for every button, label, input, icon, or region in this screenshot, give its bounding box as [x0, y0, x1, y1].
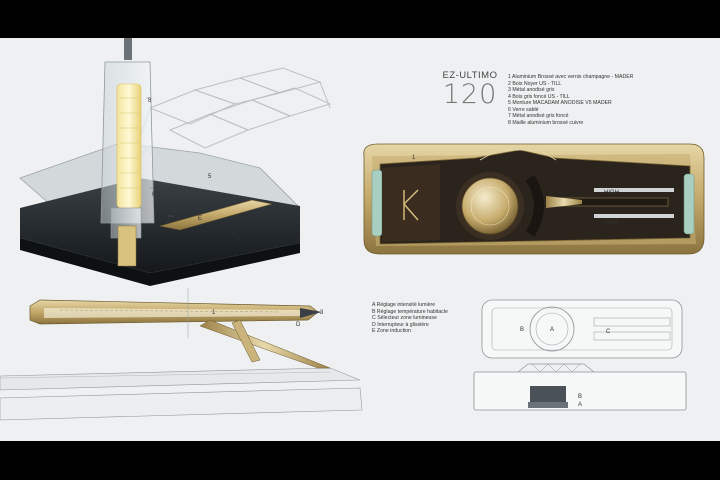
- callout-3: 3: [320, 310, 324, 316]
- material-item: 1 Aluminium Brossé avec vernis champagne…: [508, 74, 634, 80]
- callout-a-front: A: [578, 402, 582, 408]
- side-view-sketch: 1 D 3: [0, 288, 363, 421]
- material-item: 5 Monture MACADAM ANODISE V5 MADER: [508, 100, 612, 106]
- design-sheet: 1 2 HIGH LOW 1 D 3: [0, 38, 720, 441]
- materials-legend: 1 Aluminium Brossé avec vernis champagne…: [508, 74, 633, 126]
- callout-2: 2: [436, 181, 440, 187]
- control-item: E Zone induction: [372, 328, 411, 334]
- technical-front-view: B A: [473, 363, 687, 411]
- brand-name: EZ-ULTIMO: [442, 70, 498, 81]
- controls-legend: A Réglage intensité lumière B Réglage te…: [372, 302, 448, 335]
- perspective-sketch: [19, 38, 332, 286]
- callout-4: 4: [232, 230, 236, 236]
- material-item: 7 Métal anodisé gris foncé: [508, 113, 569, 119]
- front-view-render: 1 2 HIGH LOW: [363, 143, 705, 255]
- callout-b: B: [520, 327, 524, 333]
- panel-high-label: HIGH: [604, 190, 619, 196]
- callout-c: C: [606, 329, 611, 335]
- sketch-drawings: 1 2 HIGH LOW 1 D 3: [0, 38, 705, 421]
- material-item: 2 Bois Noyer US - TILL: [508, 80, 562, 87]
- panel-low-label: LOW: [604, 220, 618, 226]
- callout-1-side: 1: [212, 310, 216, 316]
- control-item: A Réglage intensité lumière: [372, 302, 436, 308]
- callout-8: 8: [148, 98, 152, 104]
- brand-number: 120: [442, 79, 498, 110]
- callout-b-front: B: [578, 394, 582, 400]
- technical-top-view: B A C: [481, 299, 683, 359]
- material-item: 4 Bois gris foncé US - TILL: [508, 93, 570, 100]
- callout-a: A: [550, 327, 554, 333]
- brand-mark: EZ-ULTIMO 120: [442, 70, 498, 110]
- callout-d: D: [296, 322, 301, 328]
- callout-6: 6: [152, 192, 156, 198]
- callout-5: 5: [208, 174, 212, 180]
- material-item: 8 Maille aluminium brossé cuivre: [508, 119, 584, 126]
- control-item: B Réglage température habitacle: [372, 308, 448, 315]
- material-item: 3 Métal anodisé gris: [508, 87, 555, 93]
- callout-e: E: [198, 216, 202, 222]
- callout-1: 1: [412, 155, 416, 161]
- control-item: D Interrupteur à glissière: [372, 321, 429, 328]
- material-item: 6 Verre sablé: [508, 106, 539, 113]
- control-item: C Sélecteur zone lumineuse: [372, 315, 437, 321]
